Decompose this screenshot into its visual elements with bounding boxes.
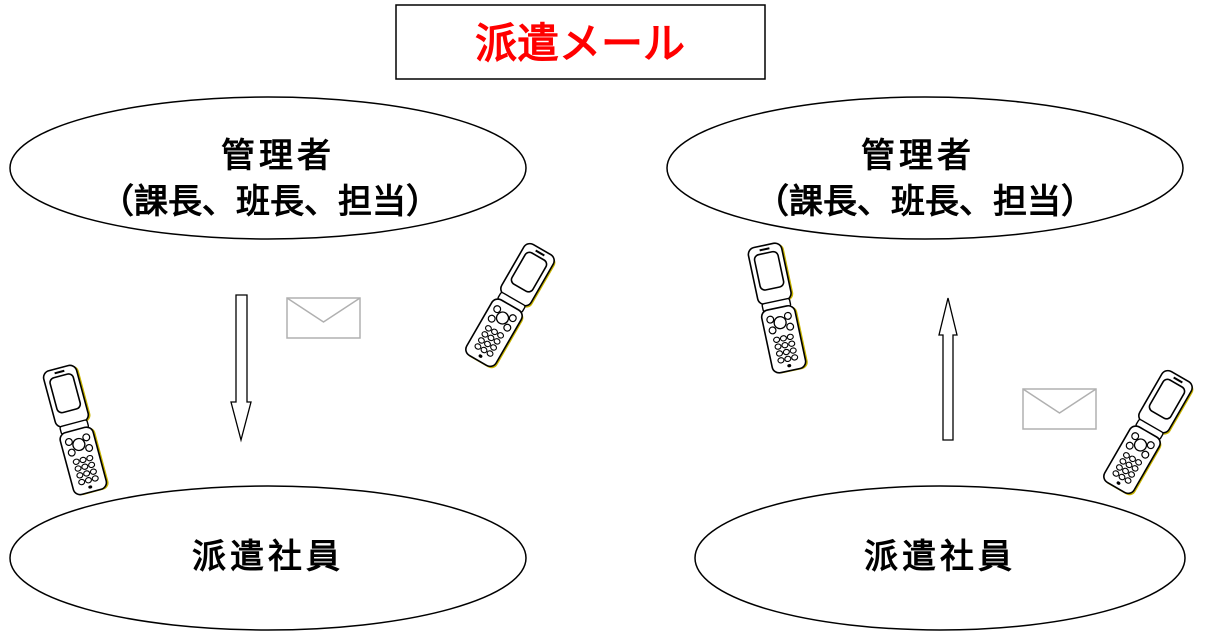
right-employee-label: 派遣社員 [864,537,1016,577]
envelope-icon [286,297,361,339]
right-employee-node: 派遣社員 [694,485,1186,631]
left-employee-label: 派遣社員 [192,537,344,577]
right-manager-node: 管理者 （課長、班長、担当） [666,96,1184,240]
left-manager-node: 管理者 （課長、班長、担当） [9,96,527,240]
right-manager-title: 管理者 [861,136,975,176]
arrow-down-icon [230,294,252,443]
mobile-phone-icon [1099,367,1198,499]
arrow-up-icon [938,297,958,441]
left-employee-node: 派遣社員 [9,485,527,631]
right-manager-ellipse [666,96,1184,240]
title-frame [395,4,766,80]
mobile-phone-icon [746,240,810,376]
envelope-icon [1022,388,1097,430]
left-employee-ellipse [9,485,527,631]
left-manager-title: 管理者 [221,136,335,176]
left-manager-roles: （課長、班長、担当） [100,182,440,222]
right-manager-roles: （課長、班長、担当） [755,182,1095,222]
diagram-title: 派遣メール [475,19,685,68]
mobile-phone-icon [41,362,111,498]
title-box: 派遣メール [395,4,766,80]
right-employee-ellipse [694,485,1186,631]
left-manager-ellipse [9,96,527,240]
mobile-phone-icon [461,240,560,372]
